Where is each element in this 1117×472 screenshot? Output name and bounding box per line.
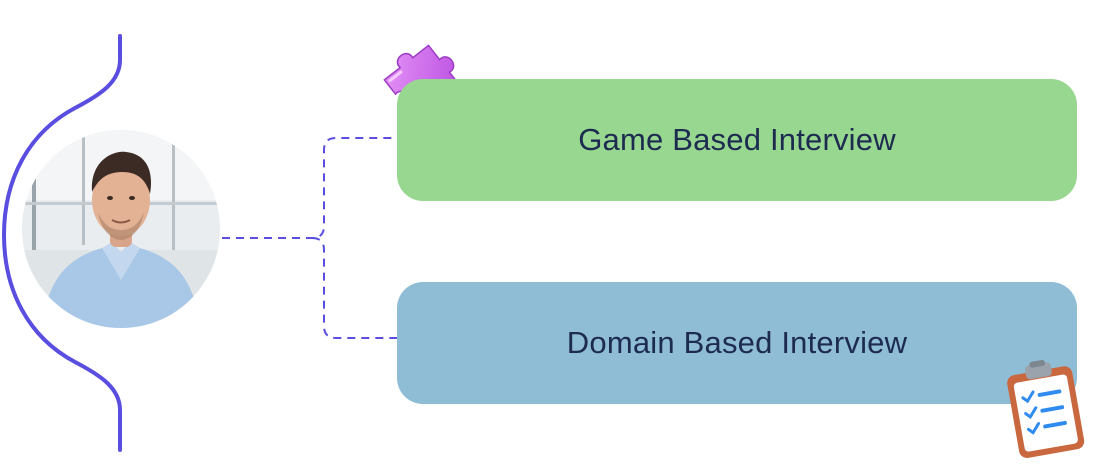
clipboard-checklist-icon [1007, 359, 1085, 458]
accent-arc-line [1, 34, 122, 452]
game-based-interview-card: Game Based Interview [397, 79, 1077, 201]
connector-to-domain [311, 237, 398, 339]
domain-based-interview-label: Domain Based Interview [566, 325, 908, 360]
candidate-avatar [22, 130, 220, 328]
game-based-interview-label: Game Based Interview [578, 122, 896, 157]
connector-to-game [222, 137, 398, 239]
domain-based-interview-card: Domain Based Interview [397, 282, 1077, 404]
